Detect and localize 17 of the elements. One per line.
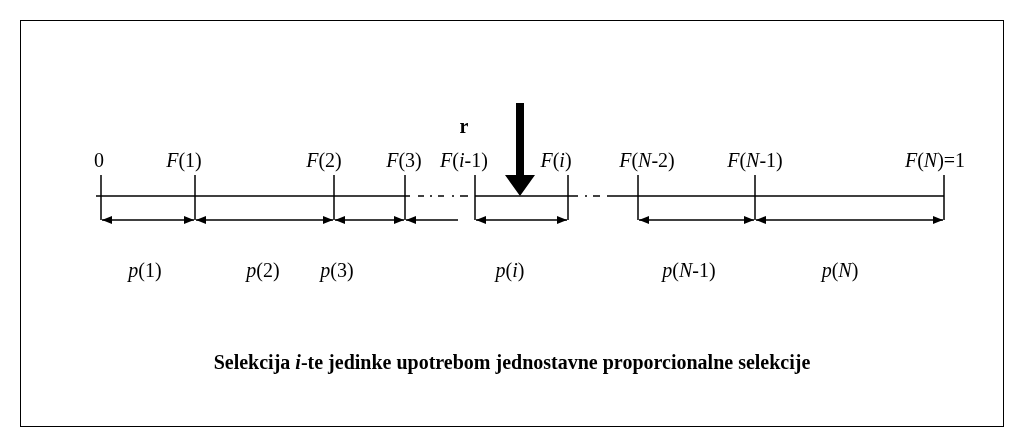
tick-label: F(2): [306, 150, 342, 170]
tick-label: F(i-1): [440, 150, 488, 170]
tick-label: F(N-1): [727, 150, 783, 170]
interval-label: p(N-1): [662, 260, 716, 280]
tick-label: F(1): [166, 150, 202, 170]
caption: Selekcija i-te jedinke upotrebom jednostavne proporcionalne selekcije: [213, 352, 811, 372]
interval-label: p(2): [246, 260, 280, 280]
tick-label: F(3): [386, 150, 422, 170]
tick-label: 0: [94, 150, 104, 170]
tick-label: F(N-2): [619, 150, 675, 170]
interval-label: p(N): [821, 260, 859, 280]
interval-label: p(i): [495, 260, 525, 280]
tick-label: F(i): [540, 150, 572, 170]
interval-label: p(1): [128, 260, 162, 280]
interval-label: p(3): [320, 260, 354, 280]
tick-label: F(N)=1: [904, 150, 966, 170]
variable-label: r: [459, 116, 469, 136]
